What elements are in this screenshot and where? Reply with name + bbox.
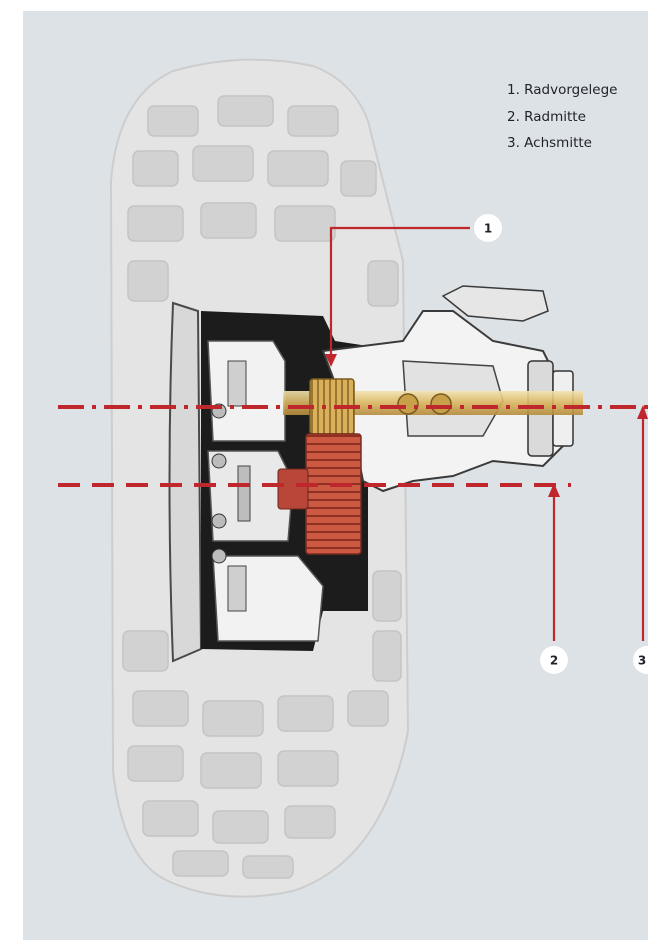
guide-lines	[58, 226, 648, 641]
portal-axle-diagram: 1 2 3	[58, 58, 648, 898]
arrowheads	[325, 354, 648, 497]
tread-pattern	[122, 95, 402, 879]
callout-badge-1: 1	[474, 214, 502, 242]
callout-label-2: 2	[550, 654, 558, 668]
legend: 1. Radvorgelege 2. Radmitte 3. Achsmitte	[507, 77, 617, 157]
illustration-panel: 1 2 3 1. Radvorgelege 2. Radmitte 3. Ach…	[23, 11, 648, 940]
callout-label-3: 3	[638, 654, 646, 668]
lower-gear	[305, 433, 362, 555]
legend-item-achsmitte: 3. Achsmitte	[507, 135, 592, 151]
callout-label-1: 1	[484, 222, 492, 236]
legend-item-radmitte: 2. Radmitte	[507, 108, 586, 125]
rim-section	[168, 301, 203, 663]
callout-badge-2: 2	[540, 646, 568, 674]
legend-item-radvorgelege: 1. Radvorgelege	[507, 82, 618, 98]
leader-1	[329, 226, 470, 356]
callout-badge-3: 3	[633, 646, 648, 674]
